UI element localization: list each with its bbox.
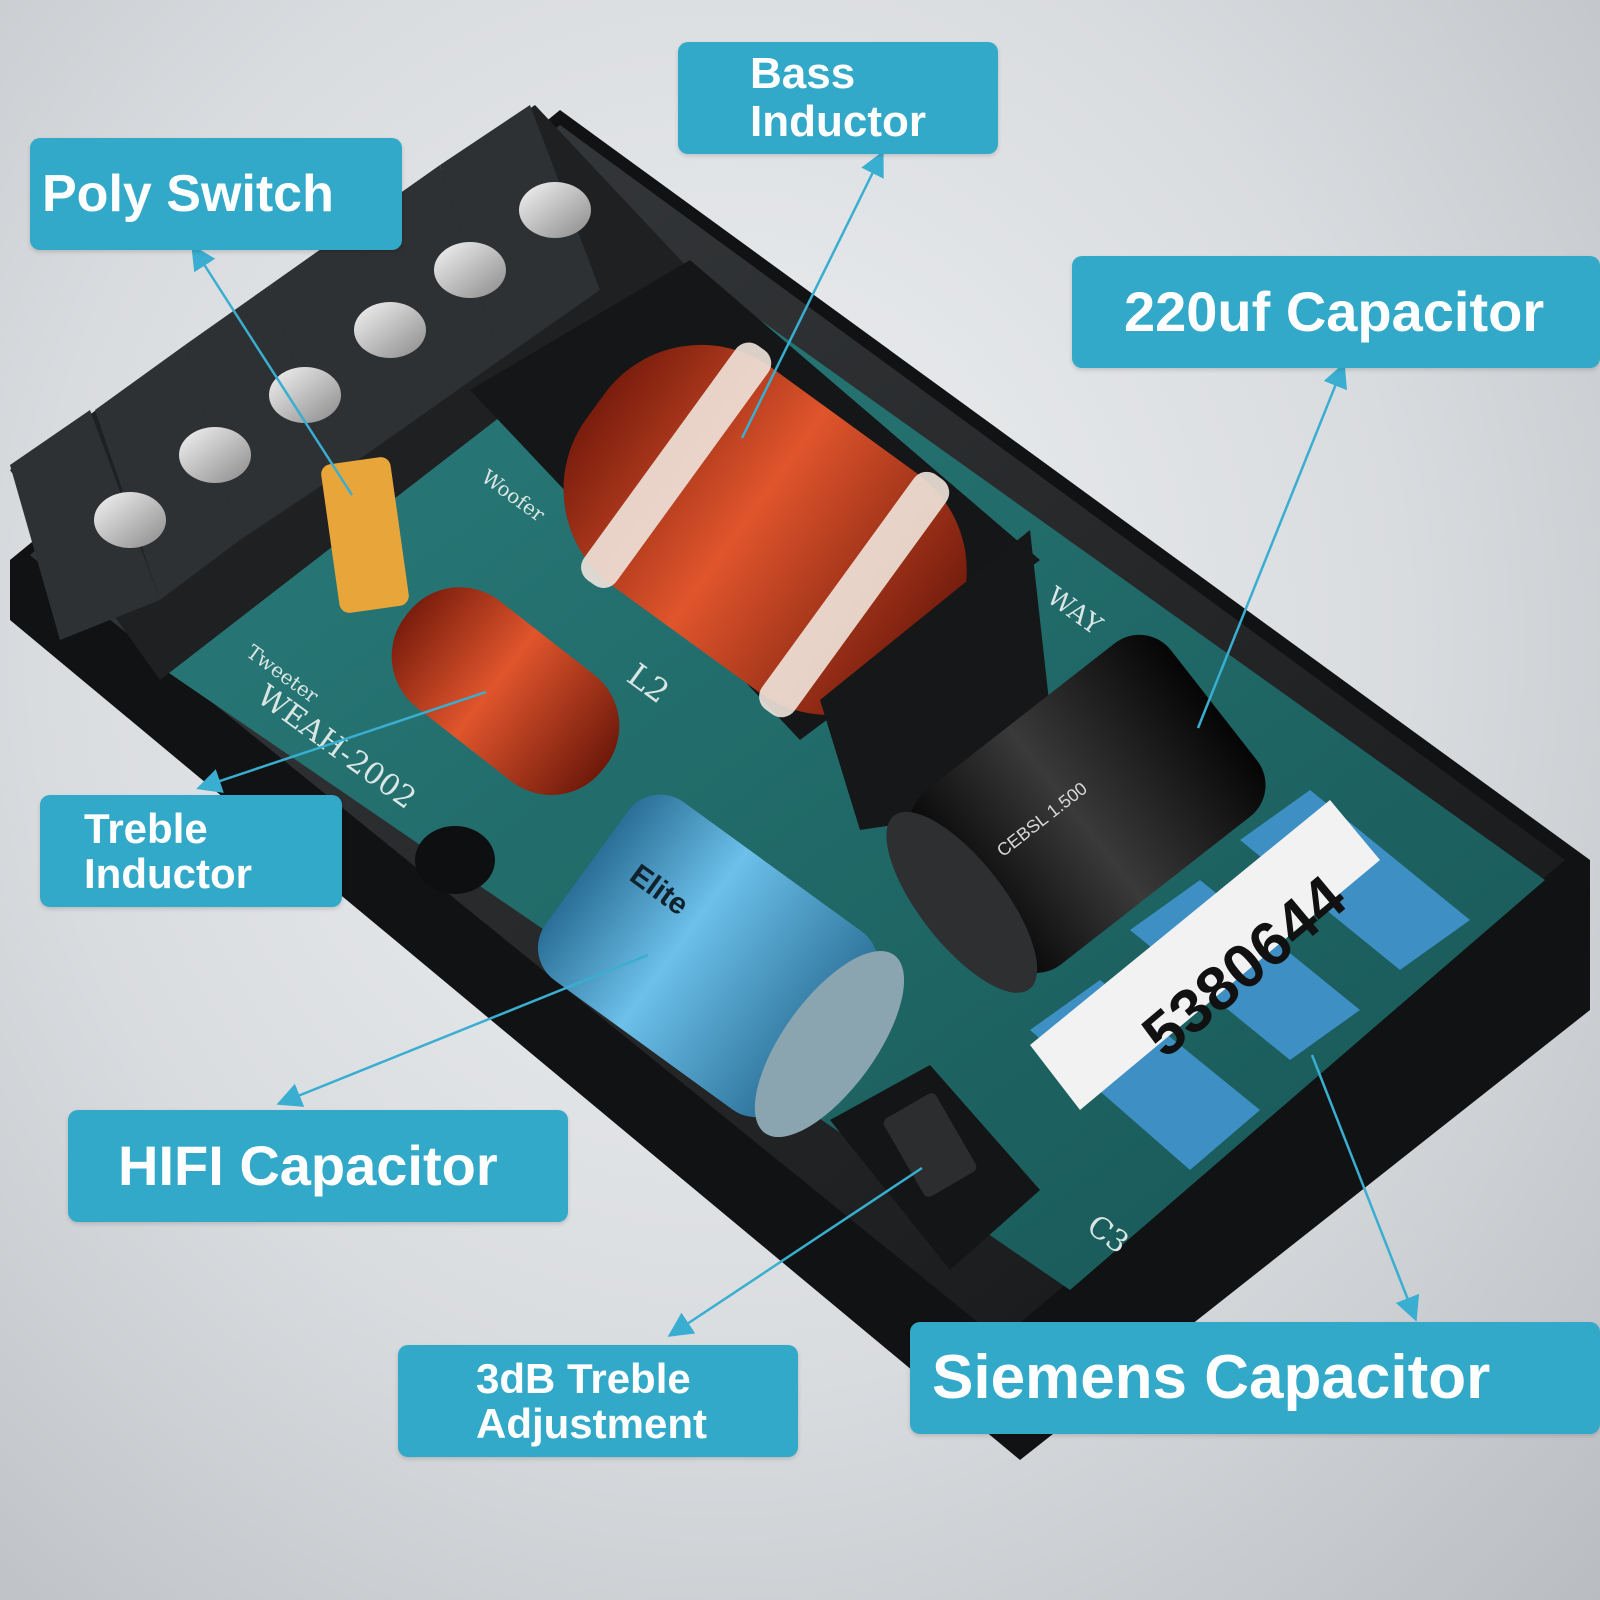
callout-siemens-capacitor-line-1: Siemens Capacitor (932, 1342, 1491, 1412)
capacitor-220uf-component: CEBSL 1.500 (886, 634, 1266, 993)
callout-220uf-capacitor-line-1: 220uf Capacitor (1124, 279, 1545, 343)
poly-switch-component (321, 457, 409, 613)
hifi-capacitor-component: Elite (537, 794, 905, 1138)
callout-treble-adjustment-line-2: Adjustment (476, 1400, 707, 1447)
callout-220uf-capacitor: 220uf Capacitor (1072, 256, 1600, 368)
terminal-screw (179, 427, 251, 483)
cable-tie (759, 471, 950, 718)
terminal-screw (354, 302, 426, 358)
leader-line-treble-inductor (196, 690, 487, 793)
callout-hifi-capacitor-line-1: HIFI Capacitor (118, 1133, 498, 1197)
callout-treble-inductor-line-1: Treble (84, 804, 208, 852)
callout-poly-switch: Poly Switch (30, 138, 402, 250)
terminal-block (10, 105, 690, 680)
callout-treble-adjustment-line-1: 3dB Treble (476, 1354, 691, 1402)
callout-hifi-capacitor: HIFI Capacitor (68, 1110, 568, 1222)
callout-treble-adjustment: 3dB Treble Adjustment (398, 1345, 798, 1457)
serial-sticker (1030, 800, 1380, 1110)
terminal-screw (434, 242, 506, 298)
leader-lines (191, 150, 1420, 1337)
terminal-screw (519, 182, 591, 238)
callout-bass-inductor: Bass Inductor (678, 42, 998, 154)
callout-poly-switch-line-1: Poly Switch (42, 164, 334, 223)
callout-siemens-capacitor: Siemens Capacitor (910, 1322, 1600, 1434)
leader-line-poly-switch (191, 244, 354, 496)
terminal-barriers (10, 105, 600, 640)
treble-adjustment-switch (830, 1065, 1040, 1270)
callout-bass-inductor-line-1: Bass (750, 49, 856, 99)
leader-line-bass-inductor (740, 150, 884, 439)
callout-bass-inductor-line-2: Inductor (750, 97, 926, 146)
leader-line-treble-adjustment (667, 1166, 923, 1337)
cable-tie (581, 342, 772, 588)
terminal-screw (269, 367, 341, 423)
mounting-hole (415, 826, 495, 894)
terminal-screw (94, 492, 166, 548)
callout-treble-inductor-line-2: Inductor (84, 850, 252, 897)
callout-treble-inductor: Treble Inductor (40, 795, 342, 907)
leader-line-siemens-capacitor (1310, 1054, 1420, 1322)
siemens-capacitor-component: 5380644 (1030, 790, 1470, 1170)
leader-line-220uf-capacitor (1196, 362, 1347, 729)
treble-inductor-component (391, 587, 620, 796)
leader-line-hifi-capacitor (276, 953, 649, 1107)
terminal-screws (94, 182, 591, 548)
